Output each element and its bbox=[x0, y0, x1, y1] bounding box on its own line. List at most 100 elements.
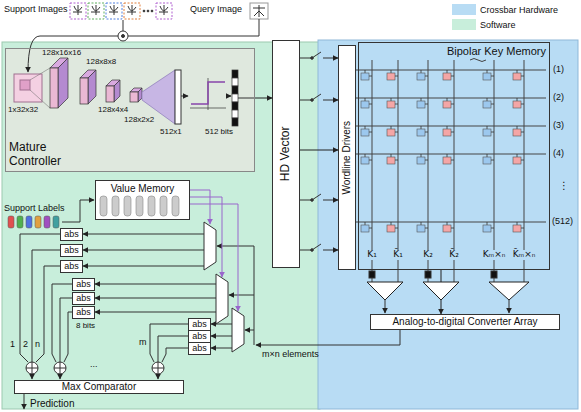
abs-box: abs bbox=[72, 292, 95, 305]
sense-resistor bbox=[425, 271, 431, 278]
memory-cell bbox=[361, 73, 369, 80]
cell-drain bbox=[369, 228, 372, 229]
label-line bbox=[190, 197, 222, 277]
cell-gate bbox=[517, 126, 518, 129]
cell-gate bbox=[365, 154, 366, 157]
annotation: n bbox=[35, 340, 40, 350]
binary-vector bbox=[232, 94, 238, 102]
cell-gate bbox=[487, 98, 488, 101]
wire bbox=[20, 234, 60, 362]
arrow bbox=[32, 374, 33, 379]
binary-vector bbox=[232, 78, 238, 86]
wire bbox=[64, 312, 72, 362]
cell-gate bbox=[421, 98, 422, 101]
memory-cell bbox=[417, 101, 425, 108]
sense-resistor bbox=[491, 271, 497, 278]
bitline bbox=[494, 60, 495, 282]
controller-box: Mature Controller bbox=[5, 48, 255, 172]
cell-drain bbox=[425, 104, 428, 105]
similarity-dot bbox=[122, 35, 125, 38]
memory-cell bbox=[513, 157, 521, 164]
cell-drain bbox=[451, 132, 454, 133]
glyph bbox=[127, 5, 136, 15]
query-image bbox=[250, 3, 268, 19]
bitline bbox=[524, 60, 525, 282]
arrow bbox=[28, 36, 118, 72]
memory-cell bbox=[361, 225, 369, 232]
column-label: K₂ bbox=[422, 250, 434, 260]
cell-drain bbox=[369, 104, 372, 105]
memory-slot bbox=[160, 196, 167, 216]
adder bbox=[54, 362, 66, 374]
cell-gate bbox=[517, 98, 518, 101]
wordline-drivers-box: Wordline Drivers bbox=[338, 45, 356, 270]
memory-slot bbox=[172, 196, 179, 216]
node-label: Mature Controller bbox=[9, 141, 79, 169]
node-label: Bipolar Key Memory bbox=[447, 45, 546, 58]
wire bbox=[211, 336, 232, 337]
wire bbox=[150, 324, 188, 362]
column-label: Kₘ×ₙ bbox=[482, 250, 507, 260]
legend-swatch bbox=[452, 19, 476, 30]
cell-gate bbox=[421, 126, 422, 129]
wire bbox=[211, 324, 232, 325]
cell-drain bbox=[451, 76, 454, 77]
legend-entry: Software bbox=[452, 19, 516, 30]
memory-slot bbox=[112, 196, 119, 216]
ellipsis-dot bbox=[147, 10, 149, 12]
node-label: abs bbox=[76, 293, 91, 303]
glyph bbox=[109, 5, 118, 15]
wire bbox=[162, 348, 188, 362]
memory-cell bbox=[387, 73, 395, 80]
binary-vector bbox=[232, 102, 238, 110]
annotation: ... bbox=[90, 360, 98, 370]
cell-gate bbox=[391, 154, 392, 157]
cell-gate bbox=[365, 98, 366, 101]
support-image bbox=[124, 3, 140, 19]
support-label bbox=[26, 216, 32, 228]
memory-cell bbox=[417, 225, 425, 232]
cell-gate bbox=[421, 70, 422, 73]
cell-drain bbox=[425, 228, 428, 229]
feature-map bbox=[88, 70, 96, 104]
cell-gate bbox=[517, 222, 518, 225]
cell-drain bbox=[491, 228, 494, 229]
support-label bbox=[35, 216, 41, 228]
memory-cell bbox=[387, 129, 395, 136]
binary-vector bbox=[232, 86, 238, 94]
legend-swatch bbox=[452, 4, 476, 15]
cell-gate bbox=[487, 222, 488, 225]
support-label bbox=[8, 216, 14, 228]
cell-drain bbox=[451, 104, 454, 105]
wordline bbox=[356, 70, 546, 71]
memory-cell bbox=[443, 101, 451, 108]
cell-drain bbox=[369, 76, 372, 77]
memory-cell bbox=[387, 225, 395, 232]
cell-gate bbox=[365, 70, 366, 73]
memory-cell bbox=[361, 157, 369, 164]
node-label: Analog-to-digital Converter Array bbox=[392, 316, 537, 328]
cell-gate bbox=[447, 154, 448, 157]
memory-cell bbox=[417, 129, 425, 136]
ellipsis-dot bbox=[151, 10, 153, 12]
wire bbox=[95, 312, 216, 313]
wire bbox=[211, 348, 232, 349]
memory-cell bbox=[483, 101, 491, 108]
support-label bbox=[44, 216, 50, 228]
cell-gate bbox=[447, 98, 448, 101]
wire bbox=[52, 284, 72, 362]
max-comparator-box: Max Comparator bbox=[14, 380, 184, 394]
feature-vector bbox=[175, 70, 181, 124]
memory-cell bbox=[361, 101, 369, 108]
cell-drain bbox=[491, 76, 494, 77]
annotation: 128x8x8 bbox=[86, 58, 116, 67]
wire bbox=[323, 250, 338, 251]
memory-slot bbox=[148, 196, 155, 216]
similarity-operator bbox=[118, 31, 128, 41]
node-label: HD Vector bbox=[279, 127, 293, 182]
cell-gate bbox=[447, 126, 448, 129]
row-label: (1) bbox=[553, 65, 564, 75]
adder bbox=[152, 362, 164, 374]
cell-gate bbox=[365, 222, 366, 225]
memory-slot bbox=[124, 196, 131, 216]
